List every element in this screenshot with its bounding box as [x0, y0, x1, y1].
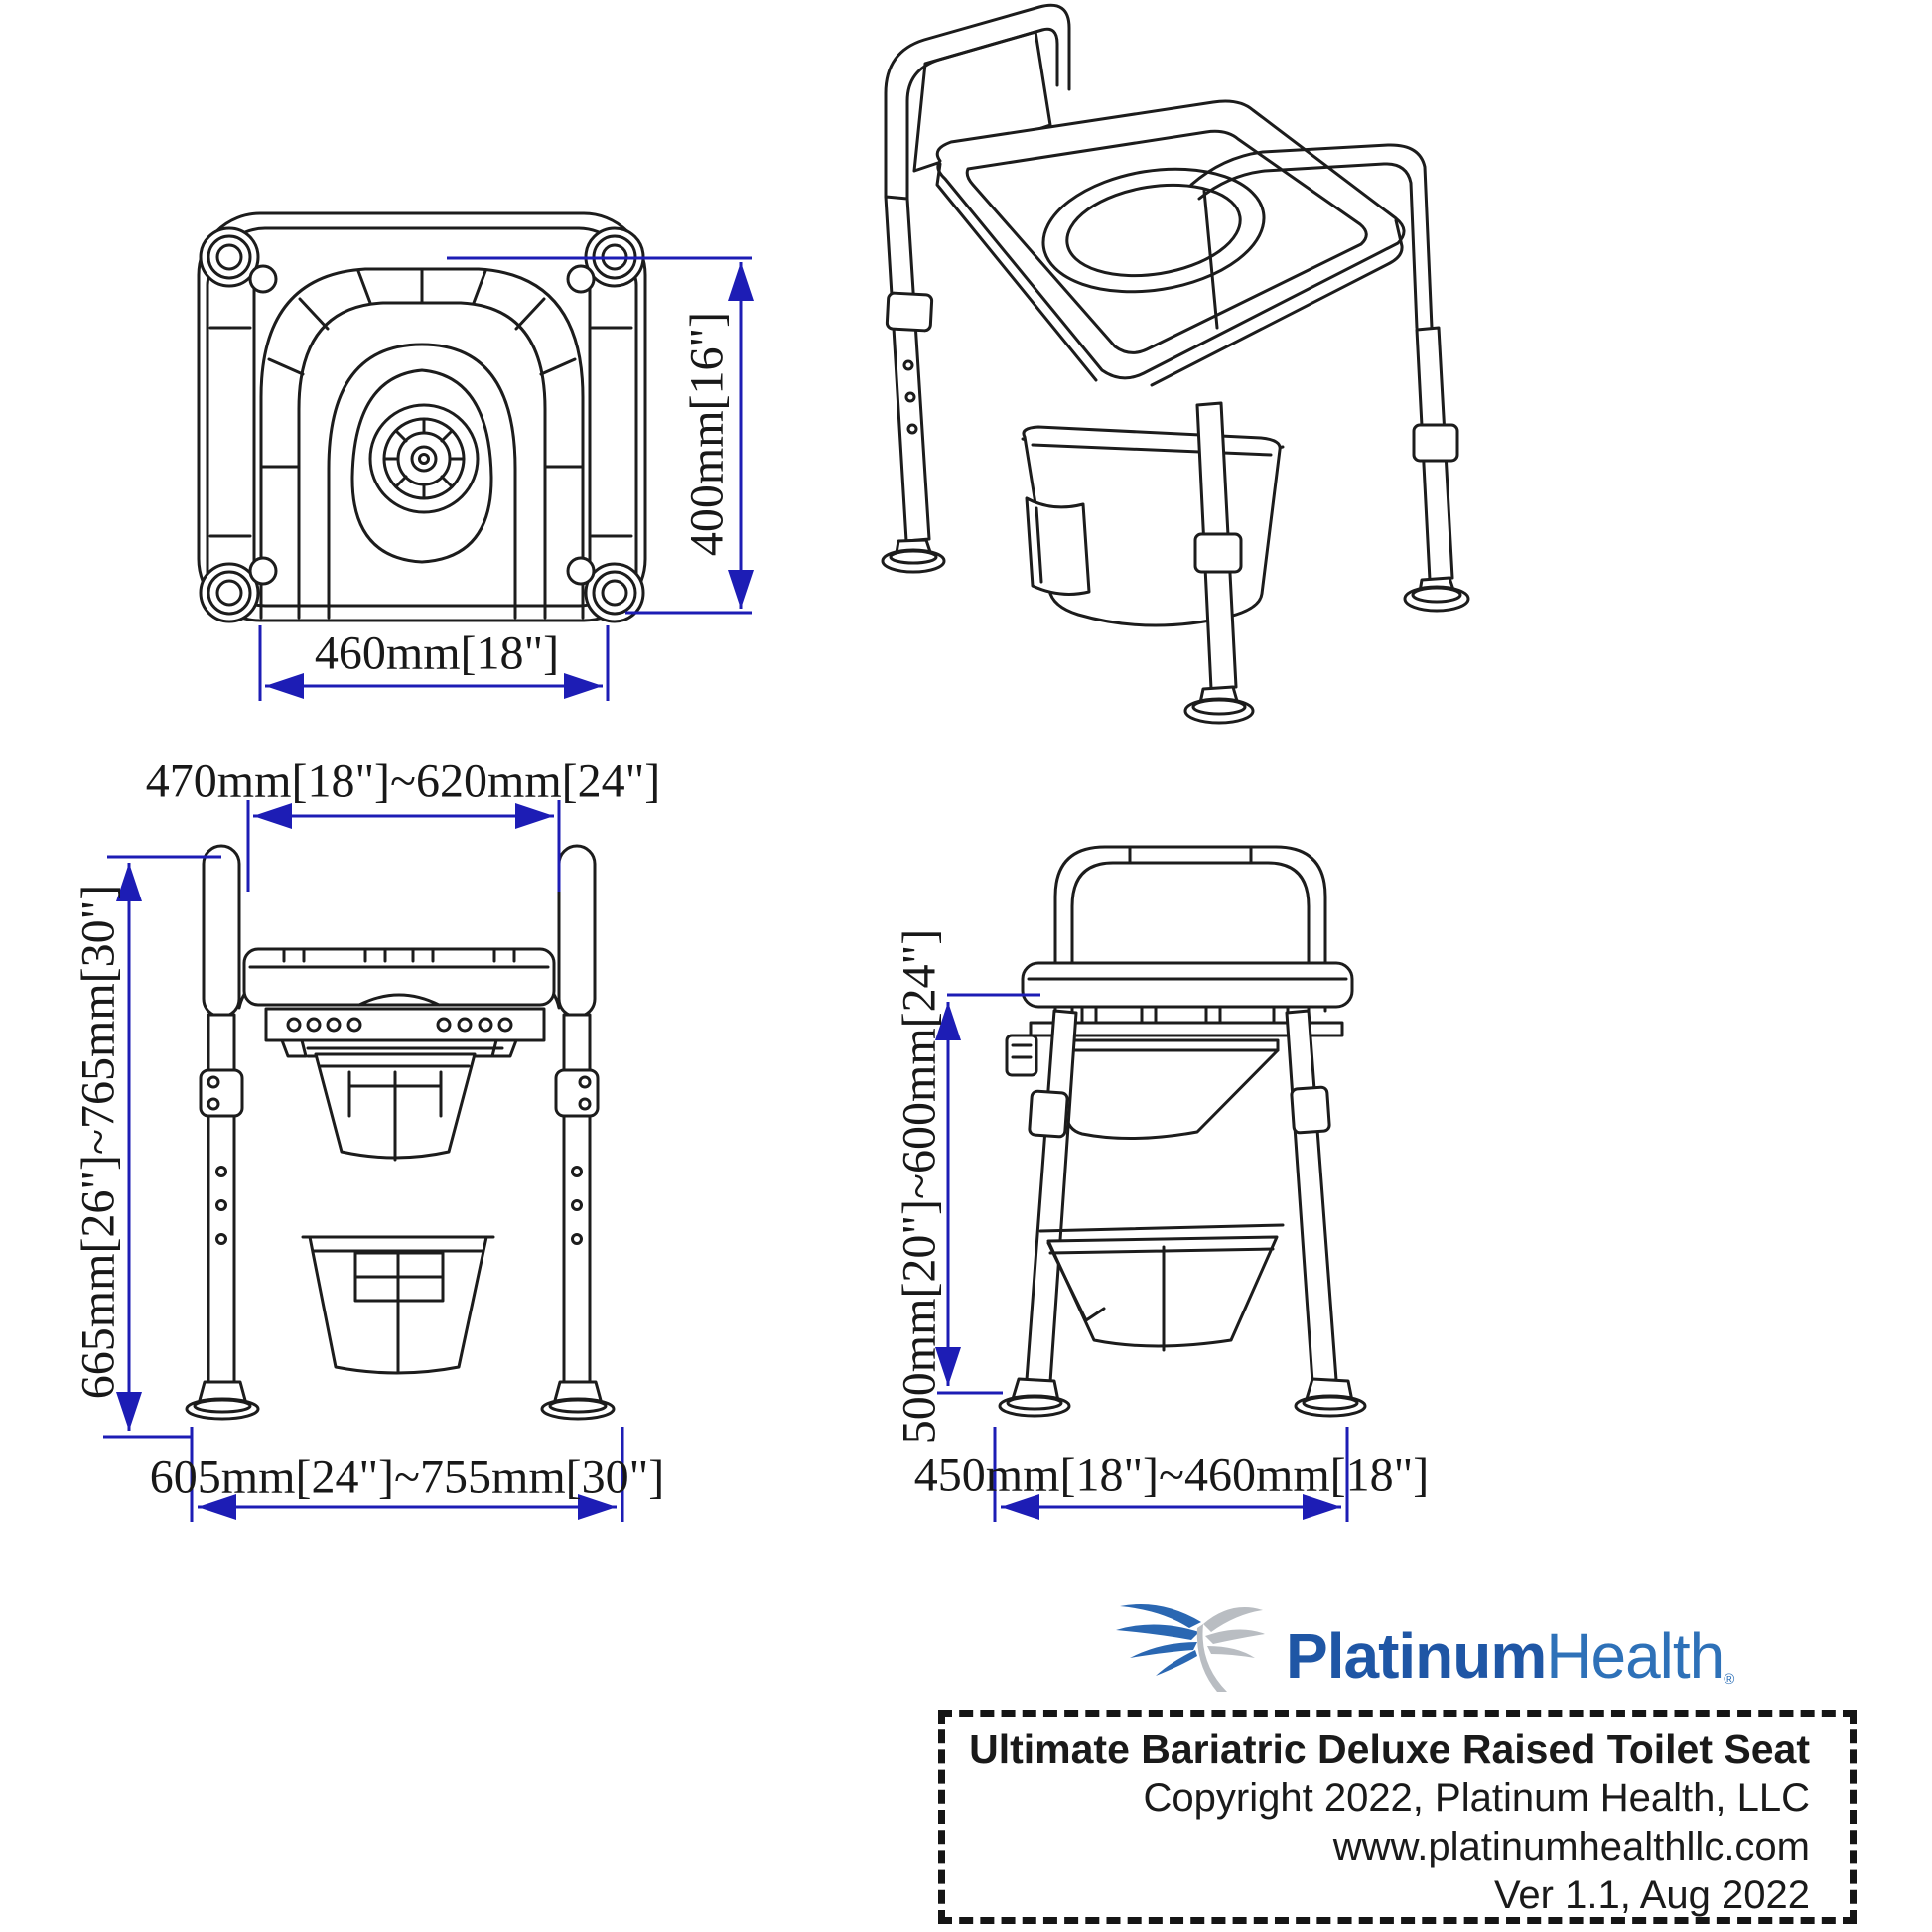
registered-trademark-mark: ®: [1724, 1671, 1734, 1688]
product-title: Ultimate Bariatric Deluxe Raised Toilet …: [969, 1726, 1810, 1772]
dimension-label-base-width: 605mm[24"]~755mm[30"]: [149, 1450, 665, 1504]
platinum-health-logo: PlatinumHealth®: [1286, 1619, 1734, 1693]
dimension-lines: [103, 256, 1349, 1522]
website-line: www.platinumhealthllc.com: [1332, 1825, 1810, 1868]
dimension-label-seat-width: 460mm[18"]: [314, 626, 560, 680]
logo-text-health: Health: [1546, 1620, 1725, 1692]
dimension-label-seat-depth: 400mm[16"]: [680, 311, 734, 557]
title-block: Ultimate Bariatric Deluxe Raised Toilet …: [938, 1710, 1857, 1924]
version-line: Ver 1.1, Aug 2022: [1493, 1873, 1810, 1917]
dimension-label-overall-height: 665mm[26"]~765mm[30"]: [71, 884, 125, 1400]
dimension-label-armrest-width: 470mm[18"]~620mm[24"]: [145, 755, 661, 808]
copyright-line: Copyright 2022, Platinum Health, LLC: [1143, 1776, 1810, 1820]
dimension-label-base-depth: 450mm[18"]~460mm[18"]: [913, 1449, 1430, 1502]
logo-text-platinum: Platinum: [1286, 1620, 1547, 1692]
side-view-drawing: [998, 845, 1367, 1418]
platinum-health-wing-icon: [1116, 1604, 1265, 1692]
suction-cup-top-left: [199, 226, 278, 294]
dimension-label-seat-height: 500mm[20"]~600mm[24"]: [893, 928, 946, 1445]
top-view-drawing: [197, 211, 647, 623]
suction-cup-bottom-right: [566, 556, 645, 623]
front-view-drawing: [185, 844, 616, 1421]
suction-cup-bottom-left: [199, 556, 278, 623]
isometric-view-drawing: [881, 3, 1470, 725]
